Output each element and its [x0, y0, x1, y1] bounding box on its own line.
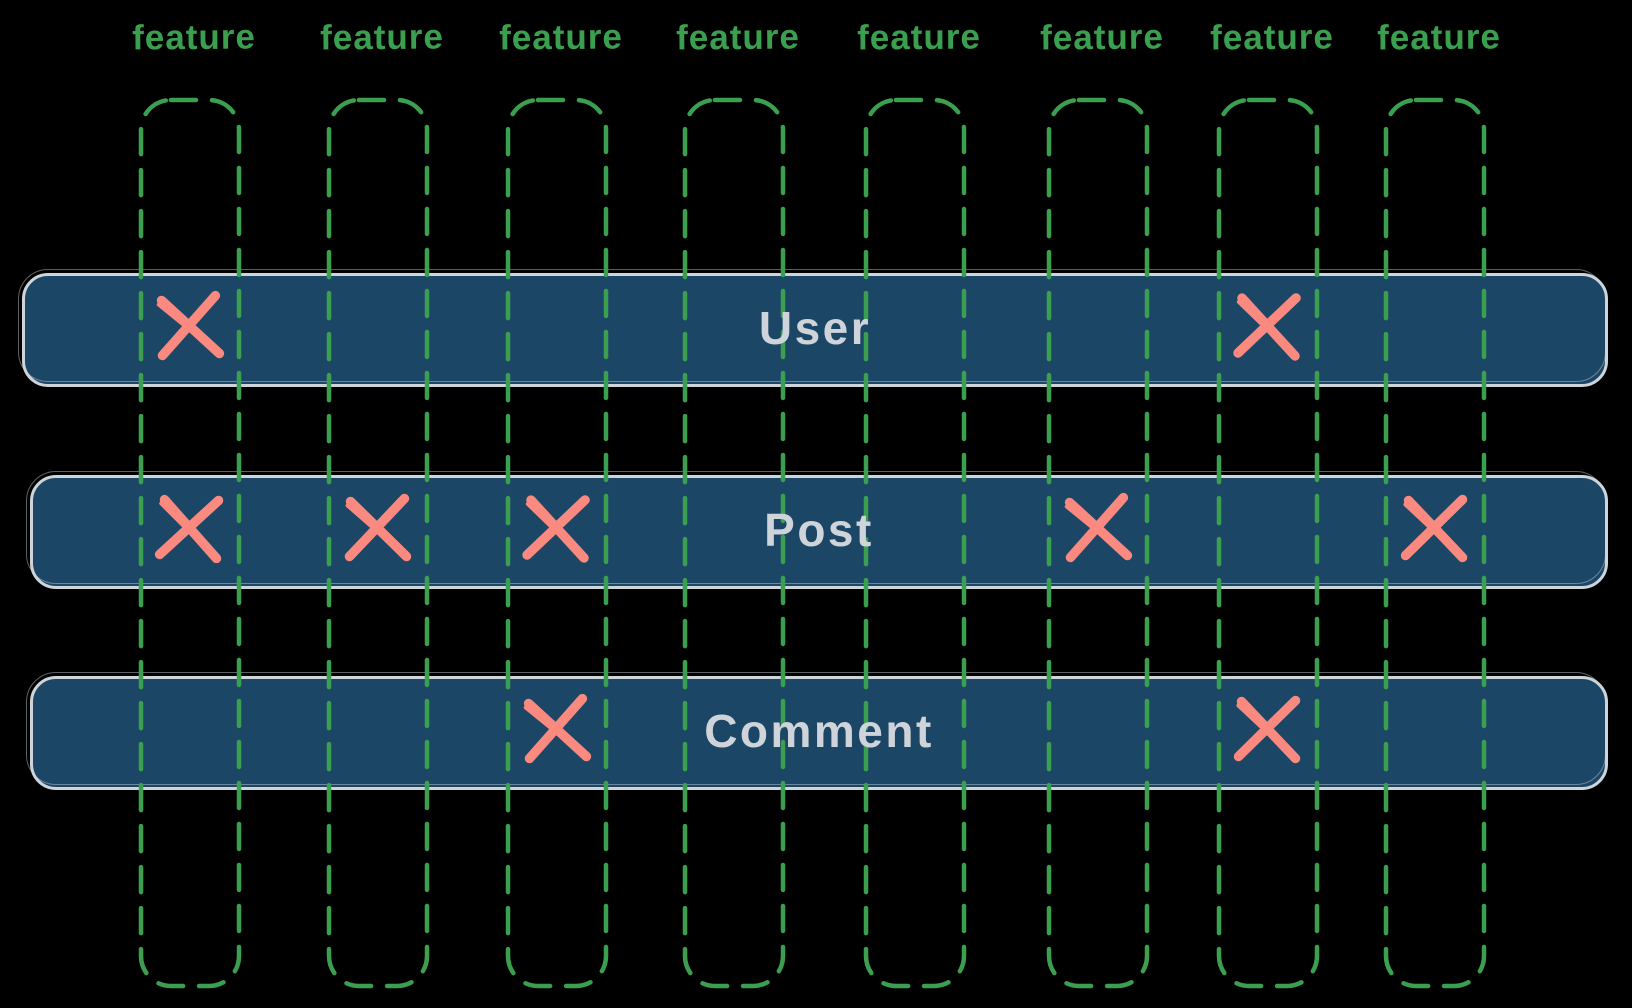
feature-column-label: feature	[1209, 17, 1335, 58]
cross-mark-icon	[522, 495, 590, 563]
feature-column-label: feature	[1039, 17, 1165, 58]
feature-column-label: feature	[131, 17, 257, 58]
entity-row-comment	[26, 672, 1608, 790]
cross-mark-icon	[1233, 695, 1301, 764]
cross-mark-icon	[154, 494, 224, 564]
feature-column-outline	[682, 97, 786, 989]
feature-column-outline	[505, 97, 609, 989]
entity-row-user	[18, 269, 1608, 387]
cross-mark-icon	[156, 290, 225, 361]
entity-row-label: Post	[764, 503, 874, 556]
cross-mark-icon	[1233, 293, 1301, 361]
entity-row-label: User	[758, 301, 872, 354]
cross-mark-icon	[1400, 494, 1468, 563]
feature-column-label: feature	[675, 17, 801, 58]
feature-column-label: feature	[319, 17, 445, 58]
feature-column-outline	[863, 97, 967, 989]
feature-column-outline	[326, 97, 430, 989]
entity-row-post	[26, 471, 1608, 589]
cross-mark-icon	[1064, 492, 1133, 563]
feature-column-label: feature	[498, 17, 624, 58]
cross-mark-icon	[344, 493, 412, 562]
feature-column-outline	[1046, 97, 1150, 989]
feature-column-label: feature	[856, 17, 982, 58]
cross-mark-icon	[523, 693, 592, 764]
feature-column-outline	[1383, 97, 1487, 989]
entity-row-label: Comment	[704, 704, 934, 757]
feature-column-outline	[1216, 97, 1320, 989]
feature-column-outline	[138, 97, 242, 989]
feature-column-label: feature	[1376, 17, 1502, 58]
